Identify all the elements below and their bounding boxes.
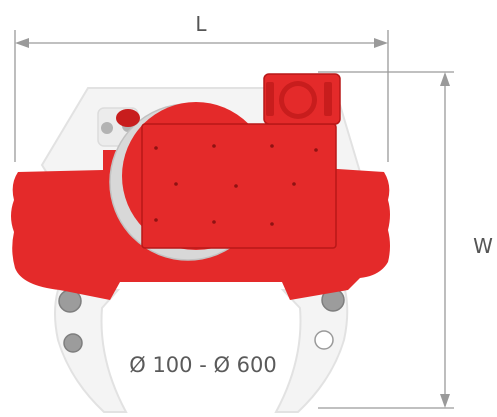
- screw: [154, 146, 158, 150]
- frame-bolt-left: [101, 122, 113, 134]
- length-dimension: L: [14, 12, 389, 162]
- screw: [212, 220, 216, 224]
- width-dimension: W: [318, 71, 493, 409]
- plate-screws: [154, 144, 318, 226]
- grip-range-label: Ø 100 - Ø 600: [129, 353, 277, 377]
- length-label: L: [195, 12, 207, 36]
- width-label: W: [473, 234, 493, 258]
- screw: [212, 144, 216, 148]
- screw: [314, 148, 318, 152]
- length-arrow-left: [15, 38, 29, 48]
- width-arrow-bottom: [440, 394, 450, 408]
- right-jaw: [274, 289, 349, 413]
- swivel-port-left: [266, 82, 274, 116]
- hydraulic-plate: [141, 123, 337, 249]
- length-arrow-right: [374, 38, 388, 48]
- screw: [270, 222, 274, 226]
- screw: [292, 182, 296, 186]
- screw: [234, 184, 238, 188]
- width-arrow-top: [440, 72, 450, 86]
- ring-cap: [116, 109, 140, 127]
- screw: [154, 218, 158, 222]
- right-jaw-pivot-lower: [314, 330, 334, 350]
- screw: [270, 144, 274, 148]
- screw: [174, 182, 178, 186]
- swivel-port-right: [324, 82, 332, 116]
- swivel-motor-core: [284, 86, 312, 114]
- left-jaw: [54, 289, 128, 413]
- left-jaw-pivot-lower: [63, 333, 83, 353]
